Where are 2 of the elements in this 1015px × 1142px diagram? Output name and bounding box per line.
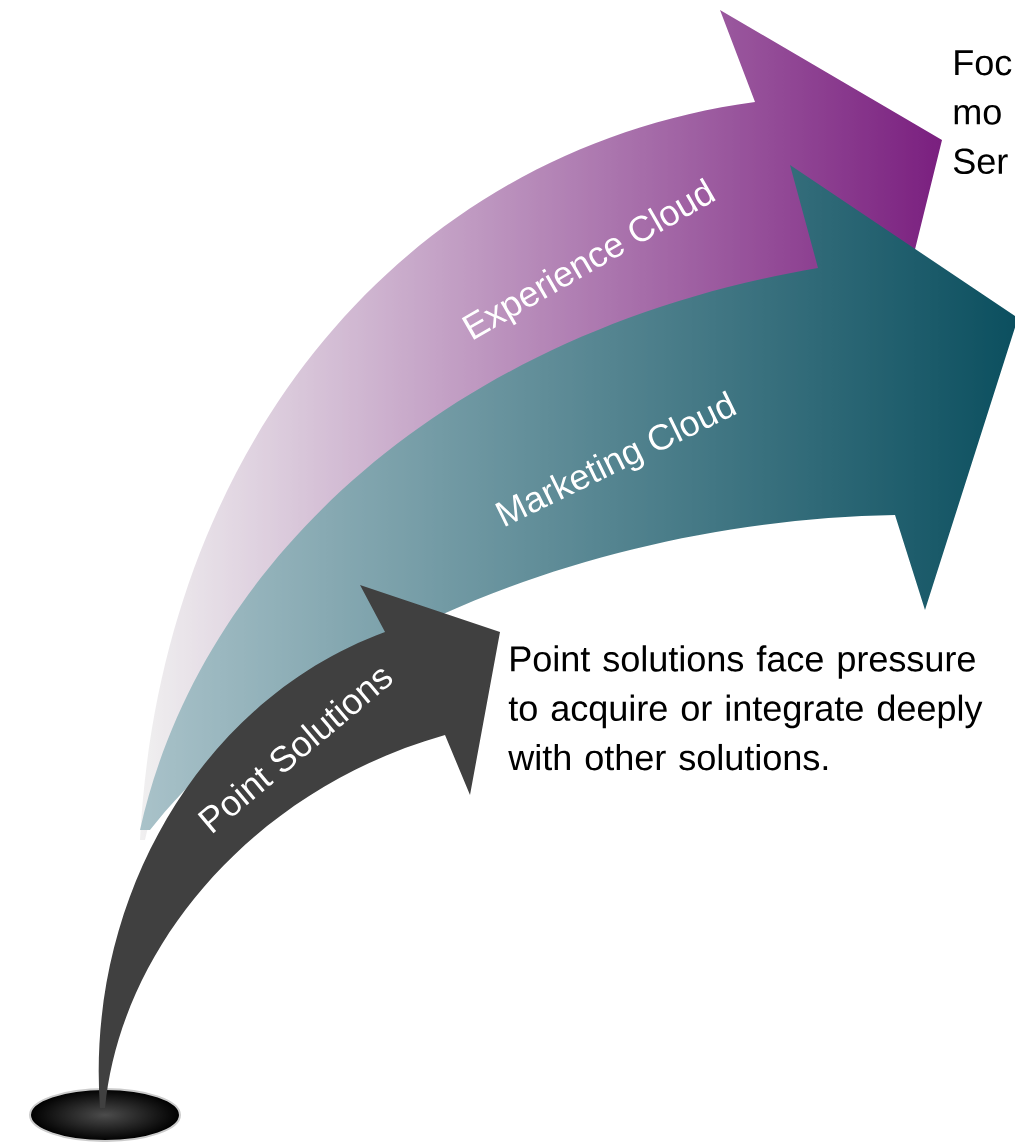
note-text: Point solutions face pressure to acquire or integrate deeply with other solutions. xyxy=(508,645,983,771)
note-text: Foc mo Ser xyxy=(953,50,1012,175)
